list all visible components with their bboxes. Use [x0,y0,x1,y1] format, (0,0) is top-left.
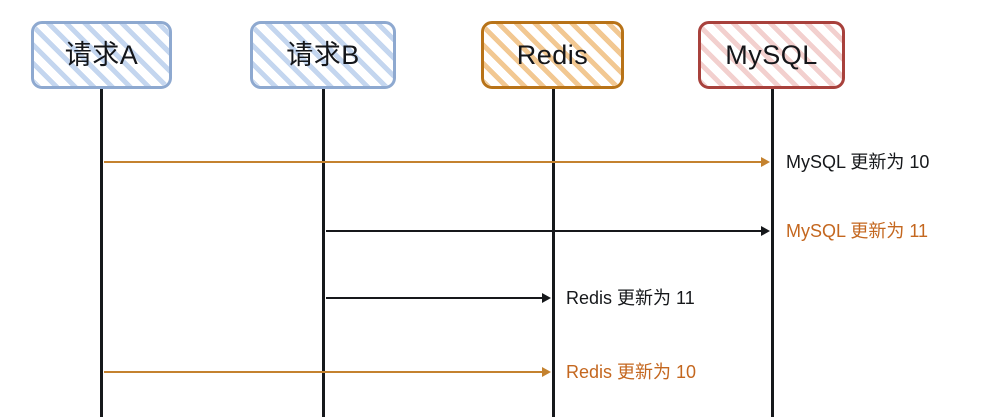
participant-redis[interactable]: Redis [481,21,624,89]
lifeline-mysql [771,89,774,417]
participant-label: 请求A [64,39,139,70]
lifeline-request-a [100,89,103,417]
message-label-4: Redis 更新为 10 [566,362,697,382]
message-arrowhead-1 [761,157,770,167]
message-label-1: MySQL 更新为 10 [786,152,930,172]
participant-request-a[interactable]: 请求A [31,21,172,89]
message-line-1 [104,161,761,163]
message-arrowhead-4 [542,367,551,377]
hatch-pattern [253,24,393,86]
participant-label: 请求B [286,39,360,70]
message-line-2 [326,230,761,232]
hatch-pattern [701,24,842,86]
message-arrowhead-2 [761,226,770,236]
lifeline-redis [552,89,555,417]
hatch-pattern [34,24,169,86]
participant-label: MySQL [725,39,818,70]
participant-label: Redis [516,39,589,70]
hatch-pattern [484,24,621,86]
lifeline-request-b [322,89,325,417]
message-line-4 [104,371,542,373]
participant-request-b[interactable]: 请求B [250,21,396,89]
message-arrowhead-3 [542,293,551,303]
message-label-2: MySQL 更新为 11 [786,221,929,241]
message-label-3: Redis 更新为 11 [566,288,695,308]
participant-mysql[interactable]: MySQL [698,21,845,89]
message-line-3 [326,297,542,299]
